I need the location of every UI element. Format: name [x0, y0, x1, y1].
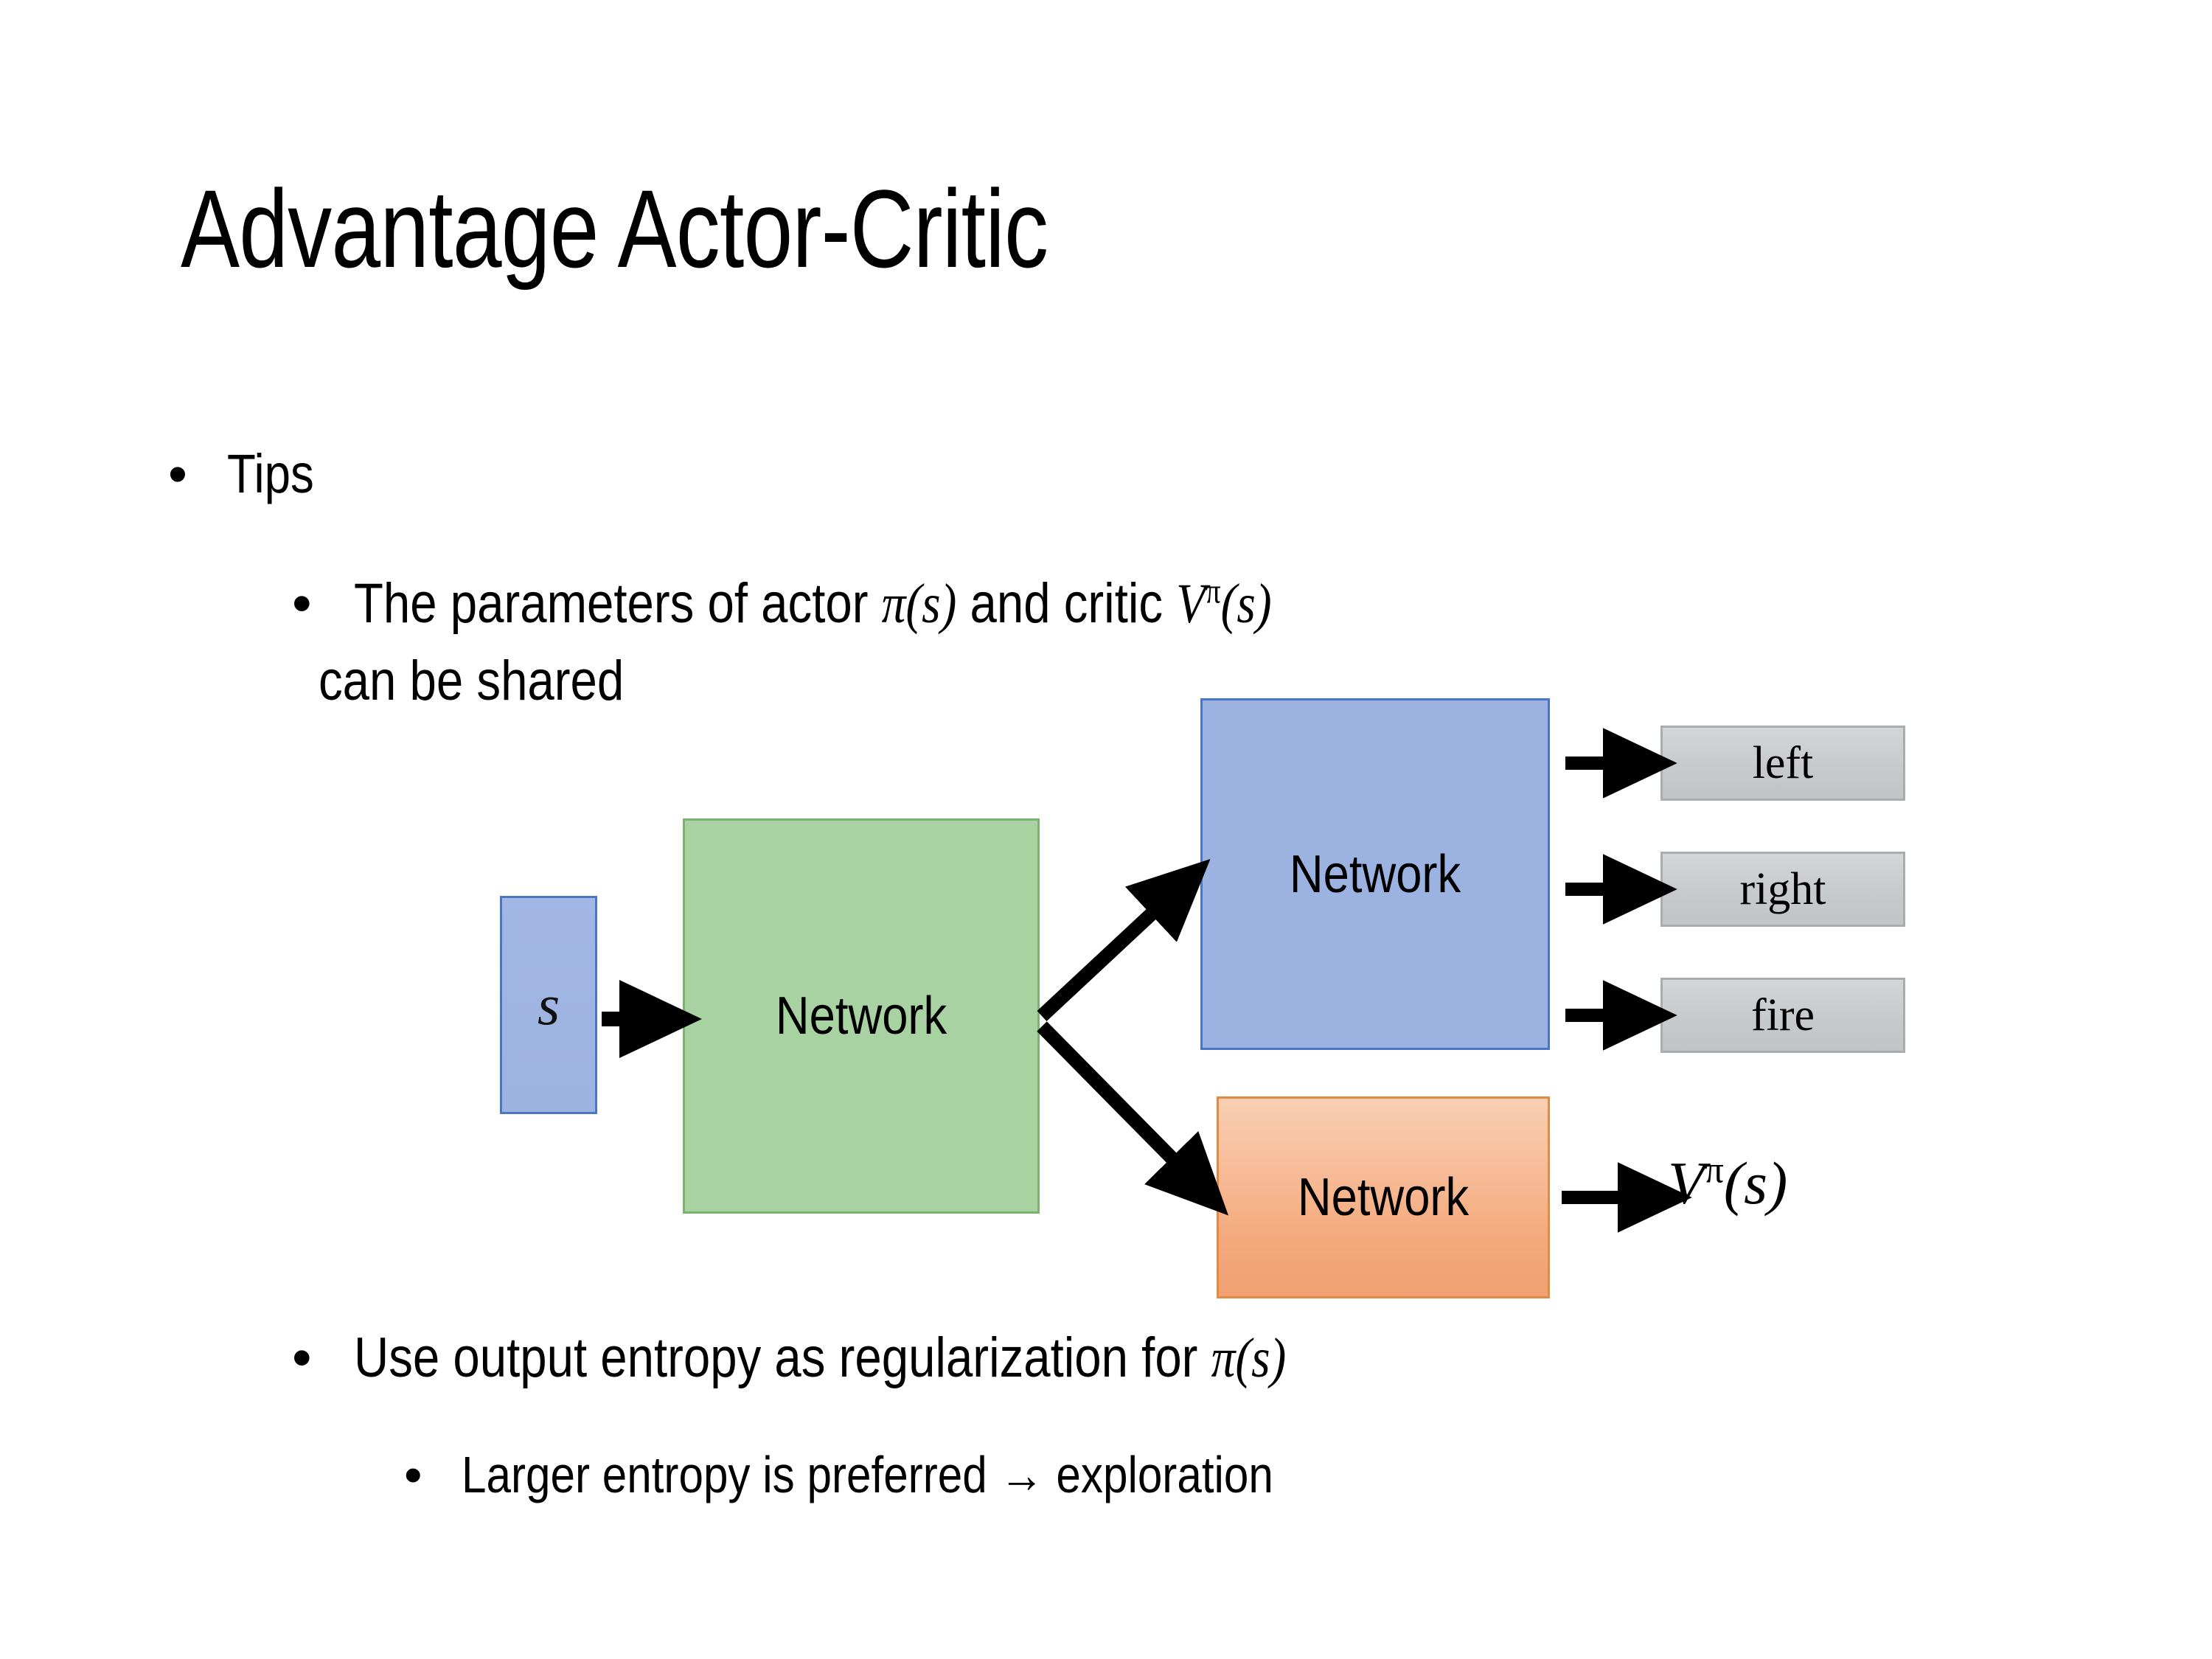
critic-network-label: Network	[1297, 1168, 1470, 1227]
value-function-superscript: π	[1205, 572, 1221, 611]
bullet-larger-entropy-label: Larger entropy is preferred → exploratio…	[461, 1446, 1273, 1503]
actor-network-box: Network	[1200, 698, 1550, 1050]
bullet-glyph-icon: •	[292, 572, 312, 635]
bullet-tips: • Tips	[168, 442, 329, 505]
pi-symbol: π	[881, 573, 906, 635]
page-title: Advantage Actor-Critic	[181, 167, 1048, 291]
bullet-tips-label: Tips	[227, 443, 315, 504]
critic-output-argument: (s)	[1723, 1150, 1788, 1217]
bullet-glyph-icon: •	[168, 443, 187, 504]
critic-output-superscript: π	[1705, 1149, 1724, 1191]
critic-network-box: Network	[1217, 1096, 1550, 1298]
action-label-right: right	[1739, 863, 1826, 914]
input-state-box: s	[500, 896, 597, 1114]
bullet-glyph-icon: •	[404, 1446, 422, 1503]
value-function-argument: (s)	[1220, 573, 1272, 635]
bullet-can-be-shared: can be shared	[319, 649, 674, 713]
arrow-shared-to-critic	[1037, 1021, 1229, 1216]
arrow-shared-to-actor	[1037, 859, 1211, 1021]
pi-argument: (s)	[905, 573, 957, 635]
bullet-shared-params-text-a: The parameters of actor	[353, 572, 882, 635]
action-label-fire: fire	[1750, 990, 1815, 1040]
action-box-right: right	[1660, 852, 1905, 927]
value-function-symbol: V	[1175, 573, 1206, 635]
input-state-label: s	[537, 973, 560, 1037]
pi-symbol: π	[1211, 1327, 1236, 1389]
bullet-glyph-icon: •	[292, 1326, 312, 1389]
actor-network-label: Network	[1289, 844, 1461, 904]
action-box-fire: fire	[1660, 978, 1905, 1053]
bullet-entropy-text: Use output entropy as regularization for	[353, 1326, 1211, 1389]
bullet-shared-params-text-b: and critic	[956, 572, 1176, 635]
pi-argument: (s)	[1235, 1327, 1287, 1389]
bullet-can-be-shared-label: can be shared	[319, 650, 625, 712]
bullet-larger-entropy: • Larger entropy is preferred → explorat…	[404, 1445, 1405, 1504]
action-label-left: left	[1752, 737, 1814, 788]
action-box-left: left	[1660, 726, 1905, 801]
bullet-entropy-regularization: • Use output entropy as regularization f…	[292, 1326, 1438, 1391]
shared-network-label: Network	[775, 987, 947, 1046]
bullet-shared-params: • The parameters of actor π(s) and criti…	[292, 571, 1421, 636]
shared-network-box: Network	[683, 818, 1040, 1214]
